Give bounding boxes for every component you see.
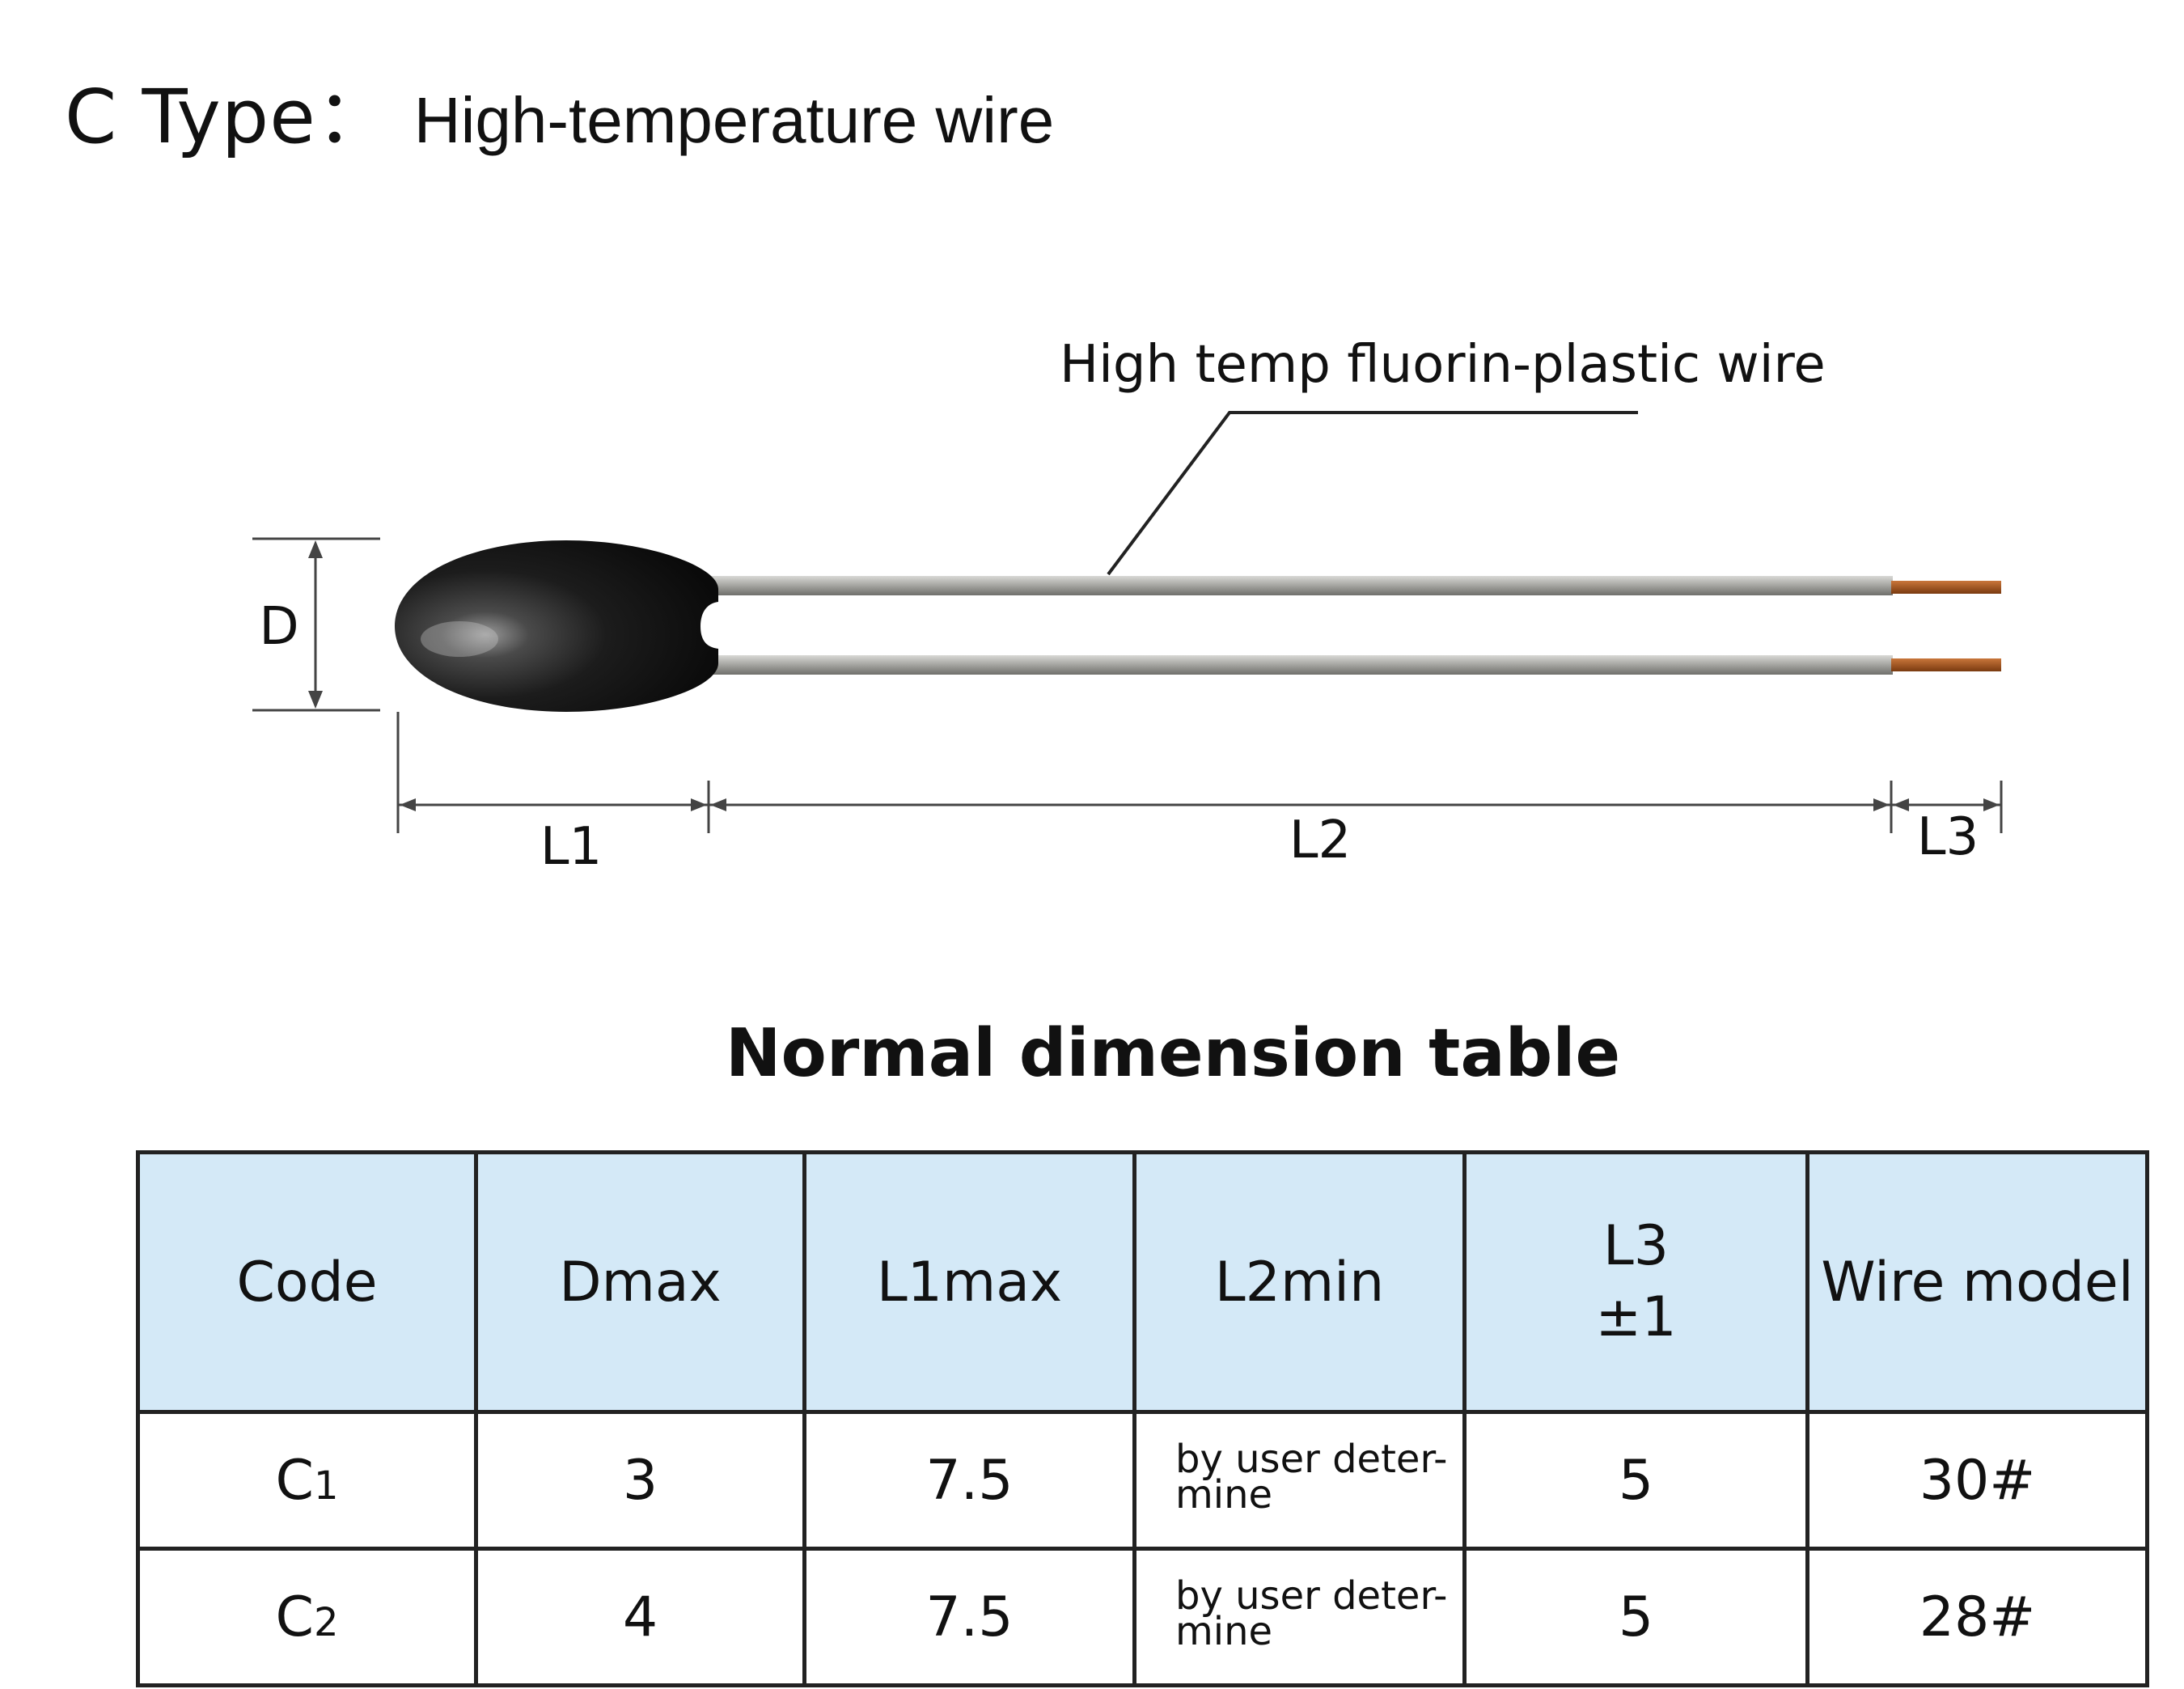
- l2min-line1: by user deter-: [1175, 1437, 1448, 1482]
- header-l3-line2: ±1: [1595, 1285, 1677, 1349]
- cell-l2min: by user deter-mine: [1132, 1410, 1467, 1551]
- header-code: Code: [136, 1150, 478, 1414]
- header-dmax: Dmax: [474, 1150, 806, 1414]
- l1-arrow-left: [400, 798, 416, 811]
- upper-wire: [688, 576, 1893, 595]
- code-letter: C: [275, 1585, 314, 1649]
- cell-wire-model: 28#: [1805, 1547, 2149, 1687]
- l2-arrow-left: [710, 798, 726, 811]
- l2-arrow-right: [1873, 798, 1890, 811]
- wire-callout-label: High temp fluorin-plastic wire: [1060, 335, 1826, 395]
- header-l3-text: L3 ±1: [1595, 1211, 1676, 1353]
- thermistor-diagram: High temp fluorin-plastic wire D L1 L2 L…: [252, 335, 2003, 877]
- cell-l1max: 7.5: [802, 1410, 1136, 1551]
- page-title: C Type： High-temperature wire: [65, 57, 1054, 164]
- body-highlight: [421, 621, 498, 657]
- cell-code: C1: [136, 1410, 478, 1551]
- header-l3-line1: L3: [1602, 1214, 1670, 1278]
- table-title: Normal dimension table: [725, 1015, 1621, 1092]
- l3-arrow-left: [1893, 798, 1909, 811]
- upper-copper-tip: [1891, 581, 2001, 594]
- l2min-line2: mine: [1175, 1609, 1273, 1654]
- header-l1max: L1max: [802, 1150, 1136, 1414]
- l2min-line1: by user deter-: [1175, 1573, 1448, 1619]
- code-subscript: 2: [313, 1599, 339, 1645]
- cell-dmax: 4: [474, 1547, 806, 1687]
- callout-leader-line: [1107, 411, 1638, 576]
- cell-code: C2: [136, 1547, 478, 1687]
- cell-wire-model: 30#: [1805, 1410, 2149, 1551]
- table-header-row: Code Dmax L1max L2min L3 ±1 Wire model: [136, 1150, 2149, 1414]
- header-l2min: L2min: [1132, 1150, 1467, 1414]
- d-arrow-top: [308, 540, 323, 558]
- l3-label: L3: [1917, 807, 1979, 867]
- thermistor-body: [395, 540, 718, 712]
- type-description: High-temperature wire: [413, 84, 1055, 156]
- l2min-line2: mine: [1175, 1472, 1273, 1518]
- code-letter: C: [275, 1448, 314, 1513]
- d-arrow-bottom: [308, 691, 323, 709]
- table-row: C1 3 7.5 by user deter-mine 5 30#: [136, 1410, 2149, 1551]
- table-row: C2 4 7.5 by user deter-mine 5 28#: [136, 1547, 2149, 1687]
- lower-copper-tip: [1891, 658, 2001, 671]
- cell-l1max: 7.5: [802, 1547, 1136, 1687]
- code-subscript: 1: [313, 1463, 339, 1509]
- cell-l2min: by user deter-mine: [1132, 1547, 1467, 1687]
- header-l3: L3 ±1: [1462, 1150, 1809, 1414]
- type-label: C Type：: [65, 74, 392, 160]
- dimension-table: Code Dmax L1max L2min L3 ±1 Wire model C…: [136, 1150, 2149, 1687]
- lower-wire: [688, 655, 1893, 675]
- cell-l3: 5: [1462, 1547, 1809, 1687]
- l2-label: L2: [1289, 811, 1351, 870]
- l3-arrow-right: [1983, 798, 2000, 811]
- l1-label: L1: [540, 817, 602, 877]
- cell-dmax: 3: [474, 1410, 806, 1551]
- l1-arrow-right: [691, 798, 707, 811]
- cell-l3: 5: [1462, 1410, 1809, 1551]
- d-label: D: [259, 597, 298, 657]
- header-wire-model: Wire model: [1805, 1150, 2149, 1414]
